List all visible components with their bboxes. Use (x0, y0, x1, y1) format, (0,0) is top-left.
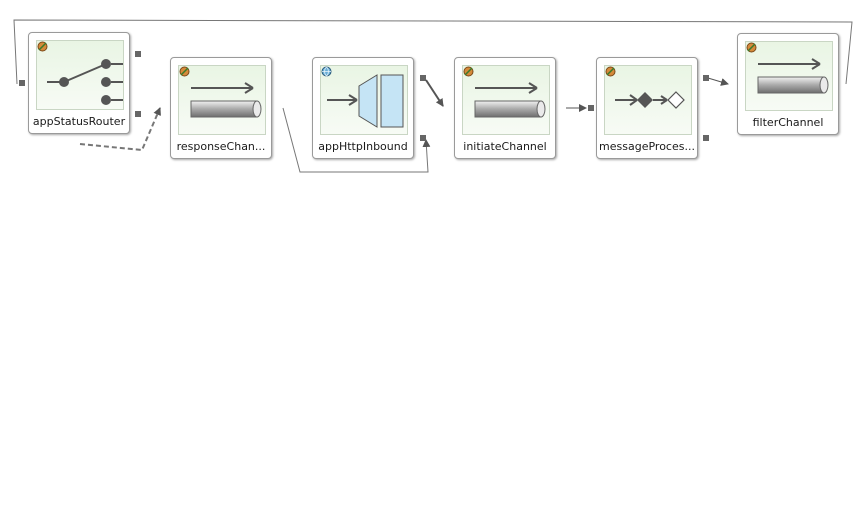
node-label: initiateChannel (463, 140, 547, 153)
connection-response-to-inbound[interactable] (282, 107, 431, 173)
bean-icon (179, 66, 190, 77)
connection-anchor (420, 135, 426, 141)
connection-processor-to-filter[interactable] (707, 77, 729, 86)
filter-icon (615, 91, 685, 109)
connection-anchor (19, 80, 25, 86)
node-message-processor[interactable]: messageProces... (596, 57, 698, 159)
node-label: responseChan... (176, 140, 266, 153)
router-tile (36, 40, 124, 110)
node-app-http-inbound[interactable]: appHttpInbound (312, 57, 414, 159)
bean-icon (746, 42, 757, 53)
channel-icon (190, 82, 262, 118)
node-app-status-router[interactable]: appStatusRouter (28, 32, 130, 134)
connection-anchor (135, 51, 141, 57)
gateway-tile (320, 65, 408, 135)
connection-anchor (420, 75, 426, 81)
node-label: appHttpInbound (318, 140, 408, 153)
connection-router-to-response[interactable] (79, 107, 161, 152)
node-initiate-channel[interactable]: initiateChannel (454, 57, 556, 159)
connection-inbound-to-initiate[interactable] (425, 79, 444, 107)
channel-icon (474, 82, 546, 118)
node-filter-channel[interactable]: filterChannel (737, 33, 839, 135)
filter-tile (604, 65, 692, 135)
node-label: filterChannel (752, 116, 824, 129)
connection-anchor (703, 75, 709, 81)
connection-anchor (135, 111, 141, 117)
connection-filter-to-router[interactable] (13, 19, 853, 85)
connection-anchor (703, 135, 709, 141)
gateway-icon (327, 74, 404, 128)
node-response-channel[interactable]: responseChan... (170, 57, 272, 159)
bean-icon (37, 41, 48, 52)
connection-anchor (588, 105, 594, 111)
channel-icon (757, 58, 829, 94)
router-icon (47, 59, 123, 105)
bean-icon (605, 66, 616, 77)
globe-icon (321, 66, 332, 77)
channel-tile (745, 41, 833, 111)
node-label: appStatusRouter (32, 115, 126, 128)
channel-tile (462, 65, 550, 135)
channel-tile (178, 65, 266, 135)
bean-icon (463, 66, 474, 77)
node-label: messageProces... (599, 140, 695, 153)
